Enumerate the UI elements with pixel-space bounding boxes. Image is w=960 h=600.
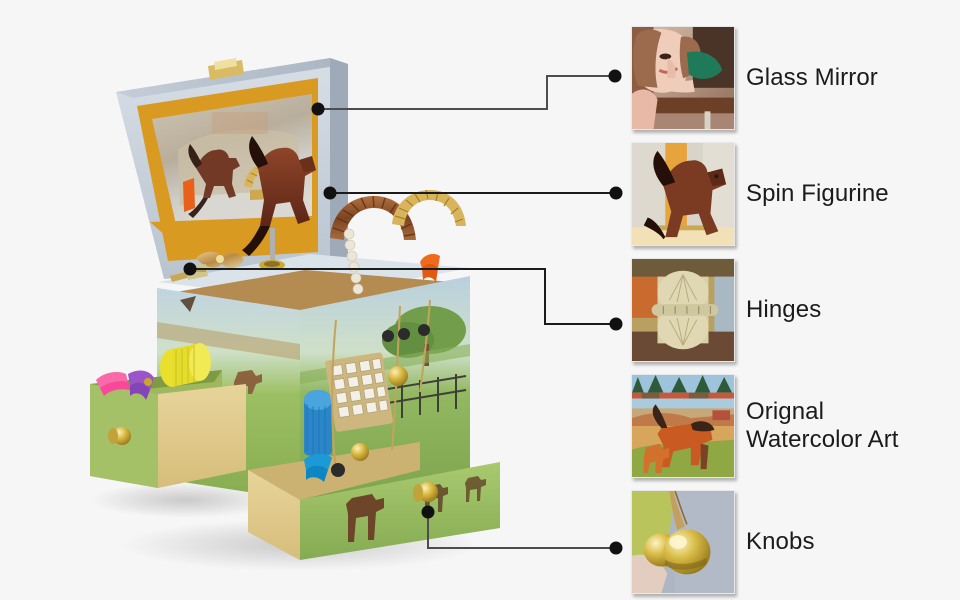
thumb-watercolor-art[interactable] [631,374,735,478]
feature-label-glass-mirror: Glass Mirror [746,63,878,91]
feature-row-glass-mirror[interactable]: Glass Mirror [631,26,951,130]
thumb-spin-figurine[interactable] [631,142,735,246]
feature-label-knobs: Knobs [746,527,815,555]
thumb-glass-mirror[interactable] [631,26,735,130]
thumb-hinges[interactable] [631,258,735,362]
feature-row-original-watercolor-art[interactable]: Orignal Watercolor Art [631,374,951,478]
feature-label-original-watercolor-art: Orignal Watercolor Art [746,397,899,453]
product-photo [90,58,500,571]
feature-label-hinges: Hinges [746,295,822,323]
feature-row-knobs[interactable]: Knobs [631,490,951,594]
thumb-knobs[interactable] [631,490,735,594]
feature-label-spin-figurine: Spin Figurine [746,179,889,207]
feature-row-hinges[interactable]: Hinges [631,258,951,362]
feature-row-spin-figurine[interactable]: Spin Figurine [631,142,951,246]
